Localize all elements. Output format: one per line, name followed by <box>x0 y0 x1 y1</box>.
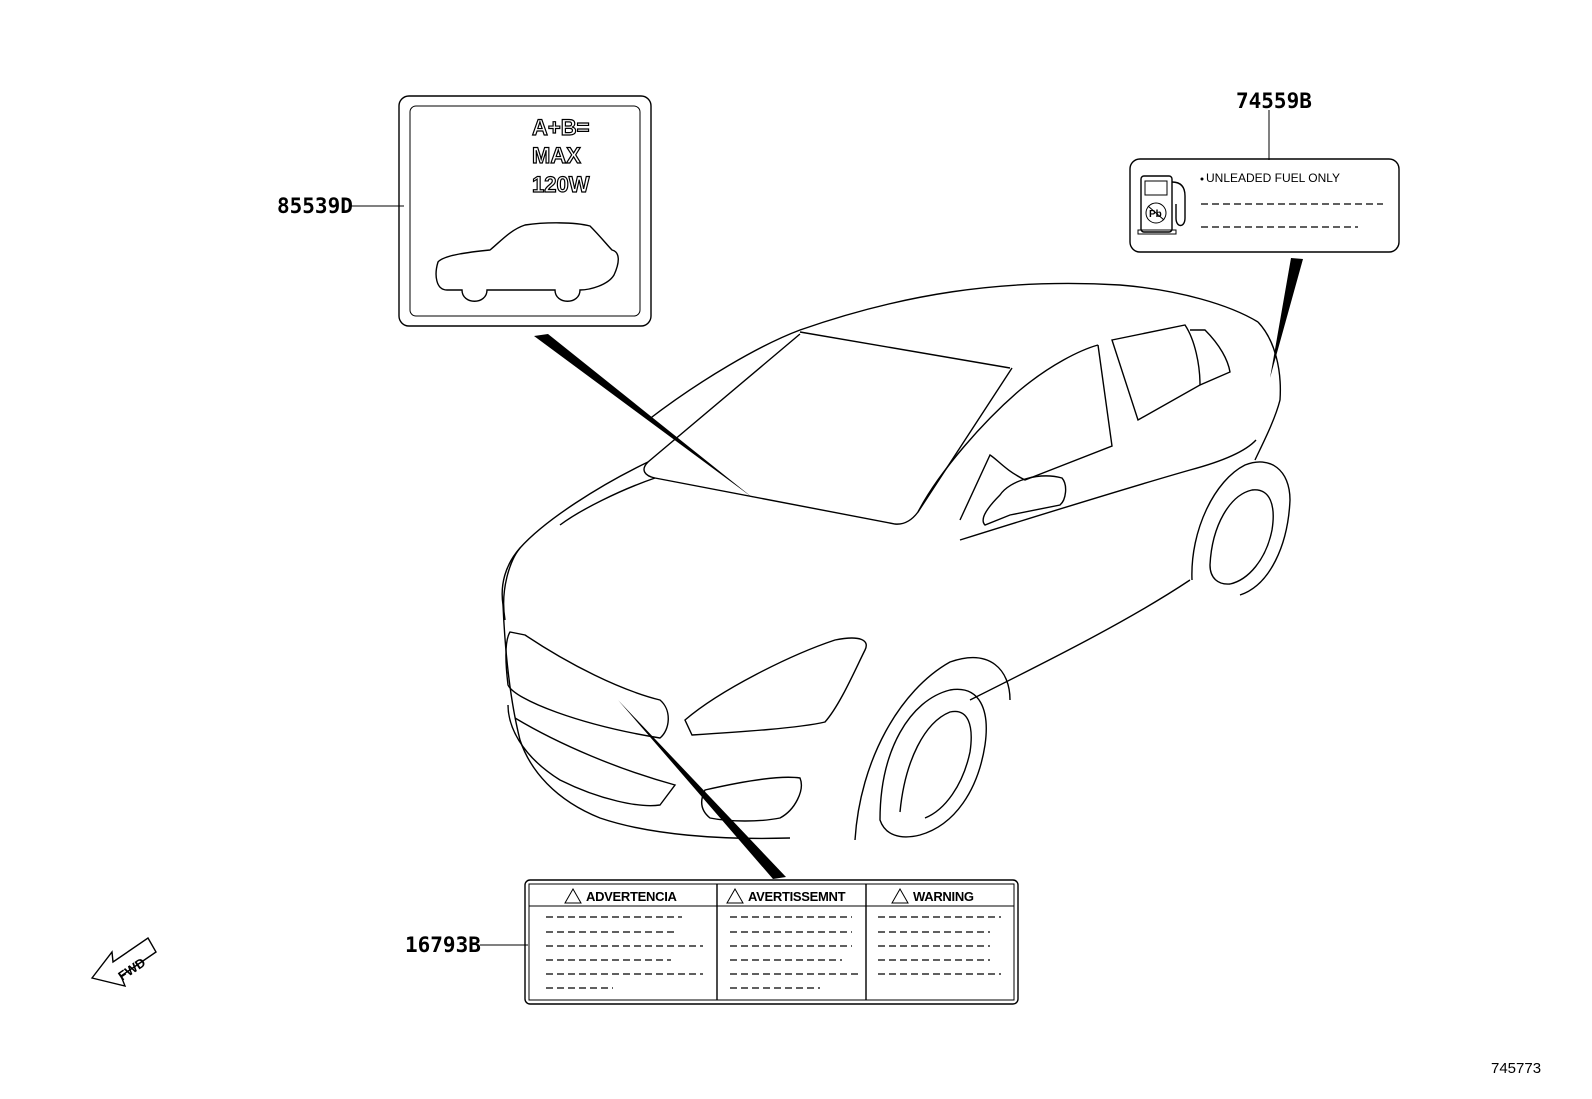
callout-16793b: 16793B <box>405 933 481 957</box>
warning-col1-header: ADVERTENCIA <box>586 889 678 904</box>
warning-col2-header: AVERTISSEMNT <box>748 889 846 904</box>
warning-sticker: ADVERTENCIA AVERTISSEMNT WARNING <box>524 879 1019 1005</box>
diagram-number: 745773 <box>1491 1060 1541 1077</box>
warning-triangle-icon <box>891 887 909 904</box>
sticker-text-a-plus-b: A+B= <box>532 115 589 140</box>
sticker-text-wattage: 120W <box>532 172 590 197</box>
warning-triangle-icon <box>726 887 744 904</box>
leader-lines <box>351 110 1303 946</box>
callout-85539d: 85539D <box>277 194 353 218</box>
fwd-arrow-icon: FWD <box>90 936 157 988</box>
fuel-sticker-text: UNLEADED FUEL ONLY <box>1206 171 1340 185</box>
fuel-sticker: Pb UNLEADED FUEL ONLY <box>1129 158 1400 253</box>
fwd-arrow-text: FWD <box>115 955 148 984</box>
car-outline <box>501 282 1291 841</box>
callout-74559b: 74559B <box>1236 89 1312 113</box>
fuel-pump-icon: Pb <box>1137 175 1186 235</box>
svg-text:Pb: Pb <box>1149 209 1162 220</box>
warning-col3-header: WARNING <box>913 889 974 904</box>
sticker-text-max: MAX <box>532 143 581 168</box>
mirror-lamp-sticker: A+B= MAX 120W <box>398 95 652 327</box>
warning-triangle-icon <box>564 887 582 904</box>
car-silhouette-icon <box>435 222 619 302</box>
